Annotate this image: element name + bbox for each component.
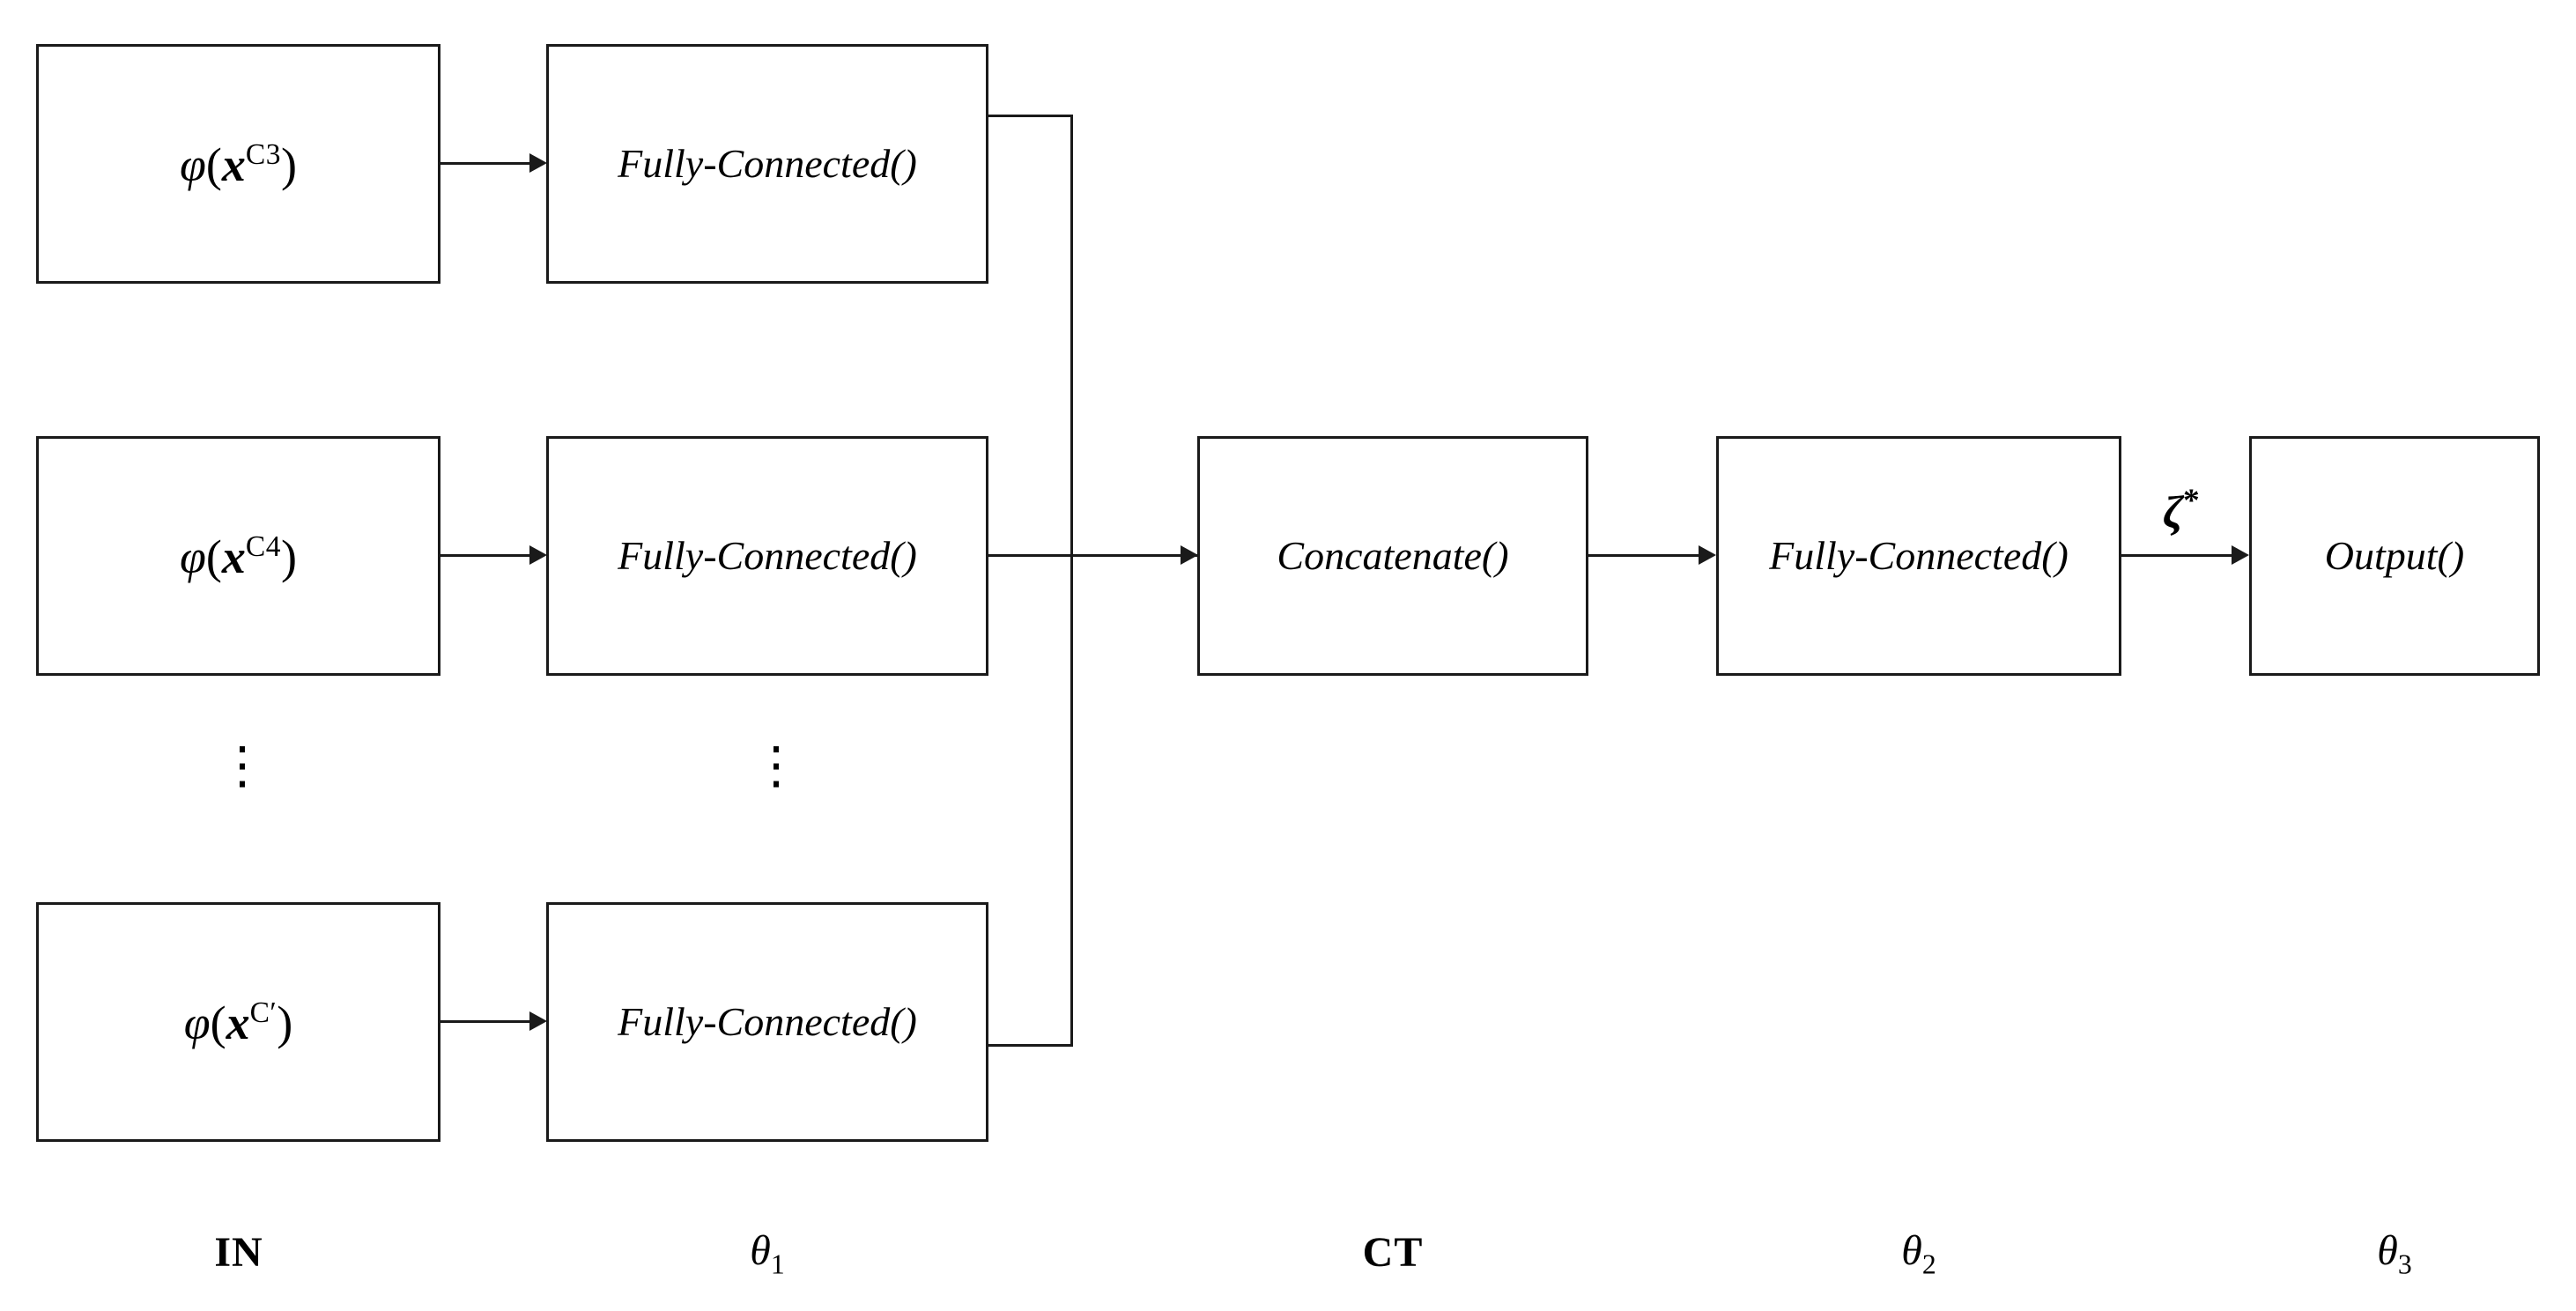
latent-variable-label: ζ*	[2163, 485, 2200, 536]
stage-label-ct: CT	[1362, 1229, 1424, 1276]
edge-fc2-to-output	[2121, 554, 2232, 557]
arrowhead-fc2-to-output	[2232, 545, 2249, 565]
phi-symbol: φ	[183, 996, 211, 1049]
bus-stub-top	[988, 115, 1073, 117]
zeta-symbol: ζ	[2163, 487, 2183, 538]
stage-label-theta1: θ1	[750, 1227, 785, 1280]
stage-label-theta3: θ3	[2377, 1227, 2412, 1280]
arrowhead-in-c3-to-fc	[529, 153, 547, 173]
fc-middle-label: Fully-Connected()	[618, 533, 917, 578]
bus-stub-bottom	[988, 1044, 1073, 1047]
input-vector-symbol: x	[221, 137, 246, 191]
arrowhead-bus-to-concatenate	[1181, 545, 1198, 565]
fc-box-bottom: Fully-Connected()	[546, 902, 988, 1142]
bus-trunk-to-concatenate	[988, 554, 1198, 557]
fc-bottom-label: Fully-Connected()	[618, 999, 917, 1044]
concatenate-box: Concatenate()	[1197, 436, 1588, 676]
input-label-c3: φ(xC3)	[180, 137, 297, 191]
input-column-ellipsis: ⋮	[217, 737, 268, 794]
input-box-cprime: φ(xC′)	[36, 902, 440, 1142]
stage-label-in: IN	[214, 1229, 263, 1276]
fc-top-label: Fully-Connected()	[618, 141, 917, 186]
fc-column-ellipsis: ⋮	[751, 737, 802, 794]
edge-in-c4-to-fc	[440, 554, 529, 557]
output-label: Output()	[2324, 533, 2465, 578]
input-superscript: C′	[249, 996, 278, 1029]
input-label-cprime: φ(xC′)	[183, 996, 293, 1049]
fc-box-top: Fully-Connected()	[546, 44, 988, 284]
edge-in-c3-to-fc	[440, 162, 529, 165]
input-label-c4: φ(xC4)	[180, 530, 297, 583]
phi-symbol: φ	[180, 137, 206, 191]
fc-theta2-label: Fully-Connected()	[1769, 533, 2069, 578]
edge-concatenate-to-fc2	[1588, 554, 1699, 557]
input-superscript: C3	[245, 137, 281, 171]
stage-label-theta2: θ2	[1901, 1227, 1936, 1280]
asterisk-symbol: *	[2182, 483, 2200, 519]
concatenate-label: Concatenate()	[1277, 533, 1509, 578]
arrowhead-in-c4-to-fc	[529, 545, 547, 565]
phi-symbol: φ	[180, 530, 206, 583]
input-box-c3: φ(xC3)	[36, 44, 440, 284]
fc-box-middle: Fully-Connected()	[546, 436, 988, 676]
input-superscript: C4	[245, 530, 281, 563]
output-box: Output()	[2249, 436, 2540, 676]
bus-vertical	[1070, 115, 1073, 1047]
fc-box-theta2: Fully-Connected()	[1716, 436, 2121, 676]
input-vector-symbol: x	[221, 530, 246, 583]
input-vector-symbol: x	[226, 996, 250, 1049]
arrowhead-in-cprime-to-fc	[529, 1011, 547, 1031]
edge-in-cprime-to-fc	[440, 1020, 529, 1023]
input-box-c4: φ(xC4)	[36, 436, 440, 676]
arrowhead-concatenate-to-fc2	[1699, 545, 1716, 565]
